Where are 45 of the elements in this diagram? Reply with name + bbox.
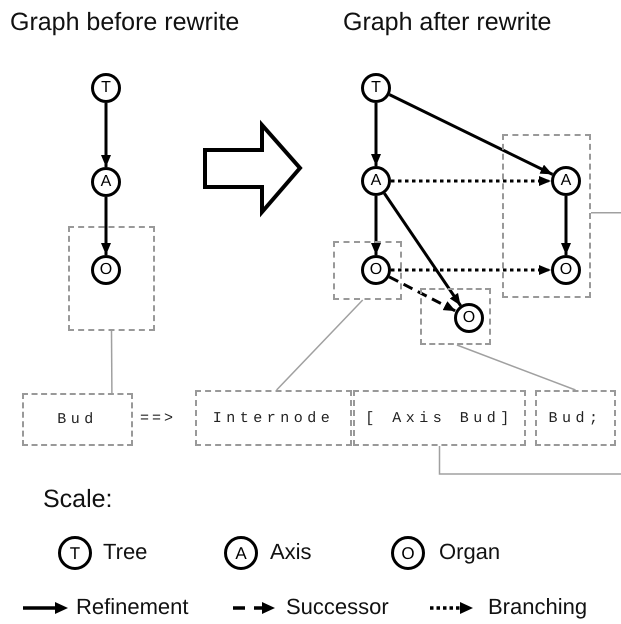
arrow — [371, 103, 381, 166]
arrow — [101, 103, 111, 167]
leader-line — [276, 299, 364, 391]
legend-label: Organ — [439, 539, 500, 565]
legend-symbol: A — [224, 536, 258, 570]
legend-label: Branching — [488, 594, 588, 620]
leader-line — [591, 212, 621, 214]
arrow — [388, 93, 554, 176]
leader-line — [438, 446, 621, 475]
arrow — [391, 176, 551, 186]
arrow — [383, 192, 462, 306]
letter-circle: T — [361, 73, 391, 103]
heading: Graph after rewrite — [343, 8, 552, 37]
code-box: Bud — [22, 393, 133, 446]
legend-symbol: O — [391, 536, 425, 570]
legend-label: Tree — [103, 539, 148, 565]
letter-circle: A — [91, 167, 121, 197]
letter-circle: O — [91, 255, 121, 285]
letter-circle: T — [91, 73, 121, 103]
code-box: Internode — [195, 390, 352, 446]
legend-symbol: T — [58, 536, 92, 570]
arrow — [101, 197, 111, 255]
arrow — [391, 265, 551, 275]
legend-label: Successor — [286, 594, 389, 620]
heading: Scale: — [43, 485, 112, 514]
dashed-box — [333, 241, 402, 300]
letter-circle: A — [551, 166, 581, 196]
letter-circle: O — [361, 255, 391, 285]
rewrite-operator: ==> — [140, 410, 176, 427]
arrow — [371, 196, 381, 255]
heading: Graph before rewrite — [10, 8, 240, 37]
dashed-box — [68, 226, 155, 331]
legend-label: Refinement — [76, 594, 189, 620]
arrow — [388, 276, 456, 312]
leader-line — [456, 344, 576, 391]
code-box: Bud; — [535, 390, 616, 446]
letter-circle: A — [361, 166, 391, 196]
leader-line — [110, 331, 113, 393]
letter-circle: O — [454, 303, 484, 333]
code-box: [ Axis Bud] — [353, 390, 526, 446]
dashed-box — [502, 134, 591, 298]
arrow — [561, 196, 571, 255]
legend-label: Axis — [270, 539, 312, 565]
letter-circle: O — [551, 255, 581, 285]
dashed-box — [420, 288, 491, 345]
